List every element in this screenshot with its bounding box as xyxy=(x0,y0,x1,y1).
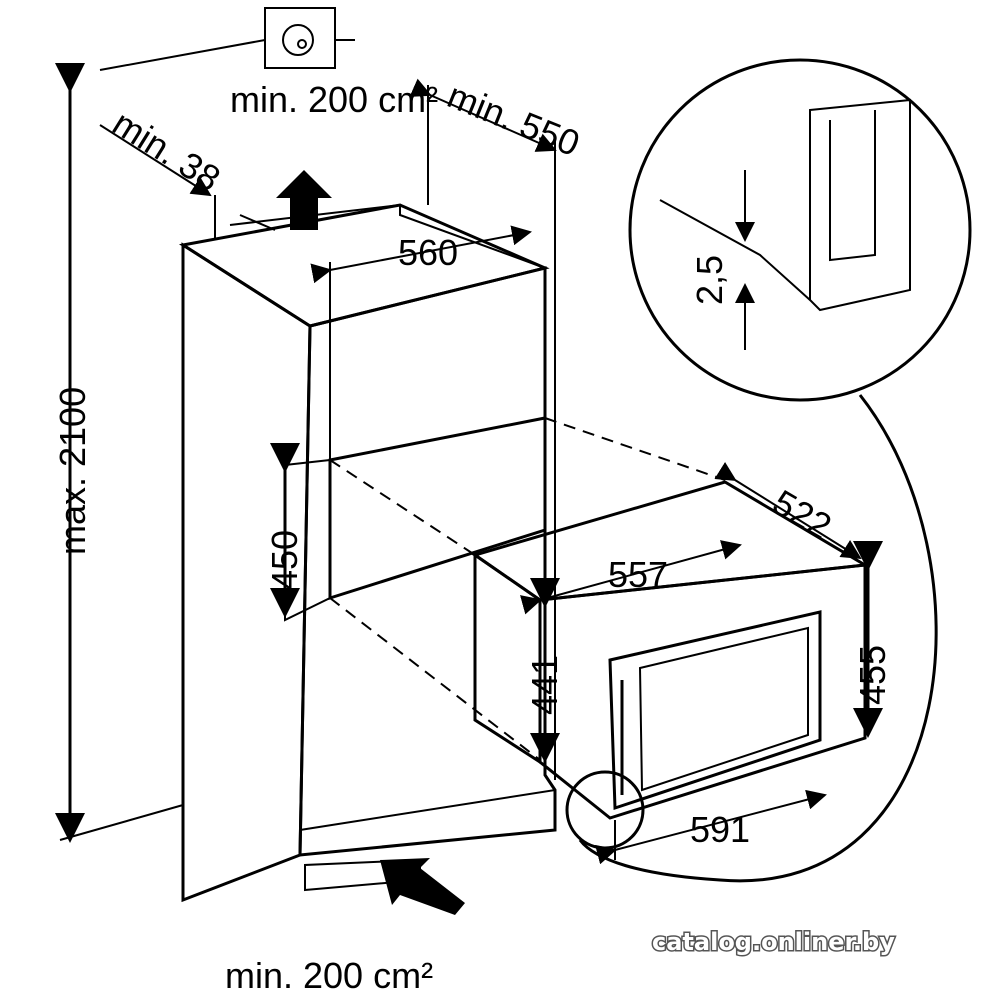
niche-width-label: 560 xyxy=(398,232,458,273)
max-height-label: max. 2100 xyxy=(52,387,93,555)
appliance-height-label: 455 xyxy=(852,645,893,705)
top-vent-label: min. 200 cm² xyxy=(230,79,438,120)
glass-door xyxy=(638,626,809,792)
vent-symbol-icon xyxy=(99,7,355,71)
detail-magnifier xyxy=(565,58,972,883)
niche-opening xyxy=(328,416,547,601)
niche-height-label: 450 xyxy=(264,530,305,590)
appliance-inner-height-label: 441 xyxy=(524,655,565,715)
dimension-lines xyxy=(55,63,883,865)
air-in-arrow-icon xyxy=(380,858,465,915)
watermark: catalog.onliner.by xyxy=(652,928,895,956)
tall-cabinet xyxy=(178,203,557,903)
appliance-width-label: 557 xyxy=(608,554,668,595)
bottom-vent-label: min. 200 cm² xyxy=(225,955,433,996)
projection-lines xyxy=(329,417,726,761)
air-out-arrow-icon xyxy=(276,170,332,230)
gap-label: 2,5 xyxy=(689,255,730,305)
front-width-label: 591 xyxy=(690,809,750,850)
top-clearance-label: min. 38 xyxy=(106,102,228,199)
depth-min-label: min. 550 xyxy=(442,74,585,164)
